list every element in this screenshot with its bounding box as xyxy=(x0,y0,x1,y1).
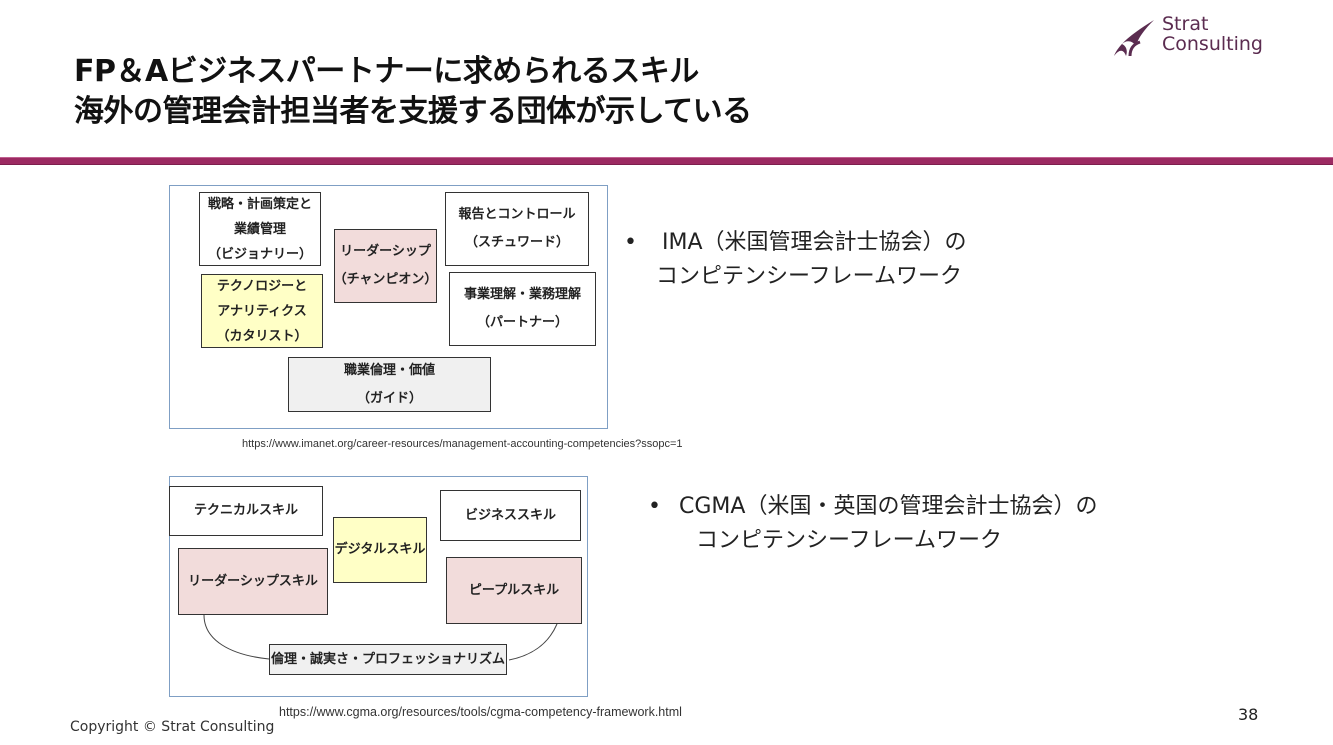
page-number: 38 xyxy=(1238,705,1259,724)
ima-source-url[interactable]: https://www.imanet.org/career-resources/… xyxy=(242,438,683,450)
box-line: 倫理・誠実さ・プロフェッショナリズム xyxy=(270,651,505,667)
slide-title-line-2: 海外の管理会計担当者を支援する団体が示している xyxy=(74,94,752,129)
cgma-box-leadership: リーダーシップスキル xyxy=(178,548,328,615)
box-line: リーダーシップ xyxy=(340,244,431,259)
cgma-box-ethics: 倫理・誠実さ・プロフェッショナリズム xyxy=(269,644,507,675)
box-line: （パートナー） xyxy=(476,315,568,330)
company-logo: Strat Consulting xyxy=(1110,14,1280,60)
bullet-ima-line-1: IMA（米国管理会計士協会）の xyxy=(662,230,967,255)
box-line: 職業倫理・価値 xyxy=(343,362,435,378)
box-line: （ガイド） xyxy=(356,390,422,406)
cgma-source-url[interactable]: https://www.cgma.org/resources/tools/cgm… xyxy=(279,705,682,719)
box-line: ピープルスキル xyxy=(468,582,560,598)
ima-box-partner: 事業理解・業務理解 （パートナー） xyxy=(449,272,596,346)
bullet-cgma-line-1: CGMA（米国・英国の管理会計士協会）の xyxy=(679,494,1098,519)
box-line: 事業理解・業務理解 xyxy=(463,287,581,302)
box-line: （カタリスト） xyxy=(216,328,308,344)
slide-title-line-1: FP＆Aビジネスパートナーに求められるスキル xyxy=(74,54,699,89)
box-line: 業績管理 xyxy=(233,221,286,237)
logo-wordmark: Strat Consulting xyxy=(1162,14,1263,54)
box-line: （スチュワード） xyxy=(464,235,569,250)
strat-logo-icon xyxy=(1114,20,1154,57)
ima-box-visionary: 戦略・計画策定と 業績管理 （ビジョナリー） xyxy=(199,192,321,266)
ima-box-steward: 報告とコントロール （スチュワード） xyxy=(445,192,589,266)
ima-box-champion: リーダーシップ （チャンピオン） xyxy=(334,229,437,303)
bullet-marker: • xyxy=(624,230,637,255)
box-line: ビジネススキル xyxy=(464,507,556,523)
logo-text-line-2: Consulting xyxy=(1162,33,1263,55)
ima-box-catalyst: テクノロジーと アナリティクス （カタリスト） xyxy=(201,274,323,348)
slide-title: FP＆Aビジネスパートナーに求められるスキル 海外の管理会計担当者を支援する団体… xyxy=(74,52,752,132)
box-line: テクノロジーと xyxy=(216,278,308,294)
copyright-notice: Copyright © Strat Consulting xyxy=(70,719,275,735)
box-line: アナリティクス xyxy=(217,303,307,319)
bullet-ima-line-2: コンピテンシーフレームワーク xyxy=(656,264,963,289)
cgma-box-technical: テクニカルスキル xyxy=(169,486,323,536)
bullet-cgma-line-2: コンピテンシーフレームワーク xyxy=(696,528,1003,553)
bullet-marker: • xyxy=(648,494,661,519)
box-line: リーダーシップスキル xyxy=(188,573,318,589)
logo-text-line-1: Strat xyxy=(1162,13,1209,35)
bullet-ima: • IMA（米国管理会計士協会）の コンピテンシーフレームワーク xyxy=(624,226,967,294)
box-line: （ビジョナリー） xyxy=(207,246,312,262)
title-divider xyxy=(0,157,1333,165)
cgma-box-digital: デジタルスキル xyxy=(333,517,427,583)
box-line: デジタルスキル xyxy=(334,542,426,557)
box-line: テクニカルスキル xyxy=(193,503,298,518)
cgma-box-people: ピープルスキル xyxy=(446,557,582,624)
bullet-cgma: • CGMA（米国・英国の管理会計士協会）の コンピテンシーフレームワーク xyxy=(648,490,1097,558)
cgma-box-business: ビジネススキル xyxy=(440,490,581,541)
box-line: 報告とコントロール xyxy=(458,207,576,222)
box-line: 戦略・計画策定と xyxy=(207,196,312,212)
ima-box-guide: 職業倫理・価値 （ガイド） xyxy=(288,357,491,412)
box-line: （チャンピオン） xyxy=(333,272,438,287)
